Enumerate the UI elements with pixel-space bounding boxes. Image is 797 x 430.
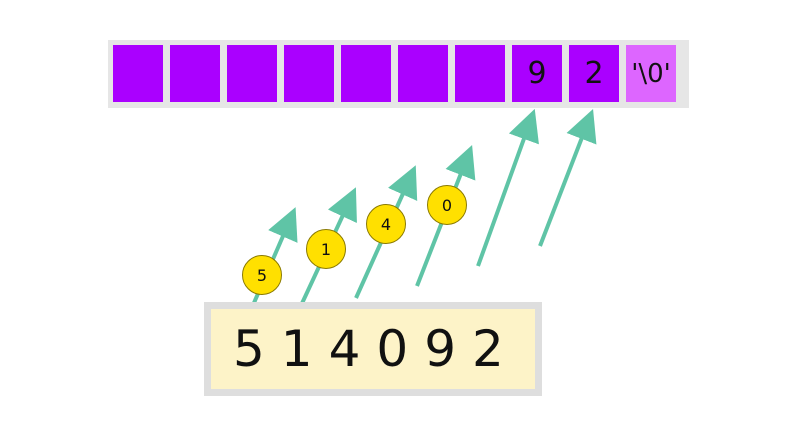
char-array: 9 2 '\0' <box>108 40 689 108</box>
coin-digit: 0 <box>427 185 467 225</box>
array-cell-terminator: '\0' <box>626 45 676 102</box>
array-cell-1 <box>170 45 220 102</box>
coin-digit: 4 <box>366 204 406 244</box>
array-cell-4 <box>341 45 391 102</box>
source-number-text: 514092 <box>233 320 520 378</box>
array-cell-6 <box>455 45 505 102</box>
coin-digit: 1 <box>306 229 346 269</box>
array-cell-7: 9 <box>512 45 562 102</box>
array-cell-8: 2 <box>569 45 619 102</box>
source-number-box: 514092 <box>204 302 542 396</box>
array-cell-2 <box>227 45 277 102</box>
arrow-6 <box>538 108 597 247</box>
coin-digit: 5 <box>242 255 282 295</box>
source-number-panel: 514092 <box>211 309 535 389</box>
array-cell-5 <box>398 45 448 102</box>
array-cell-0 <box>113 45 163 102</box>
array-cell-3 <box>284 45 334 102</box>
arrow-5 <box>476 108 539 267</box>
